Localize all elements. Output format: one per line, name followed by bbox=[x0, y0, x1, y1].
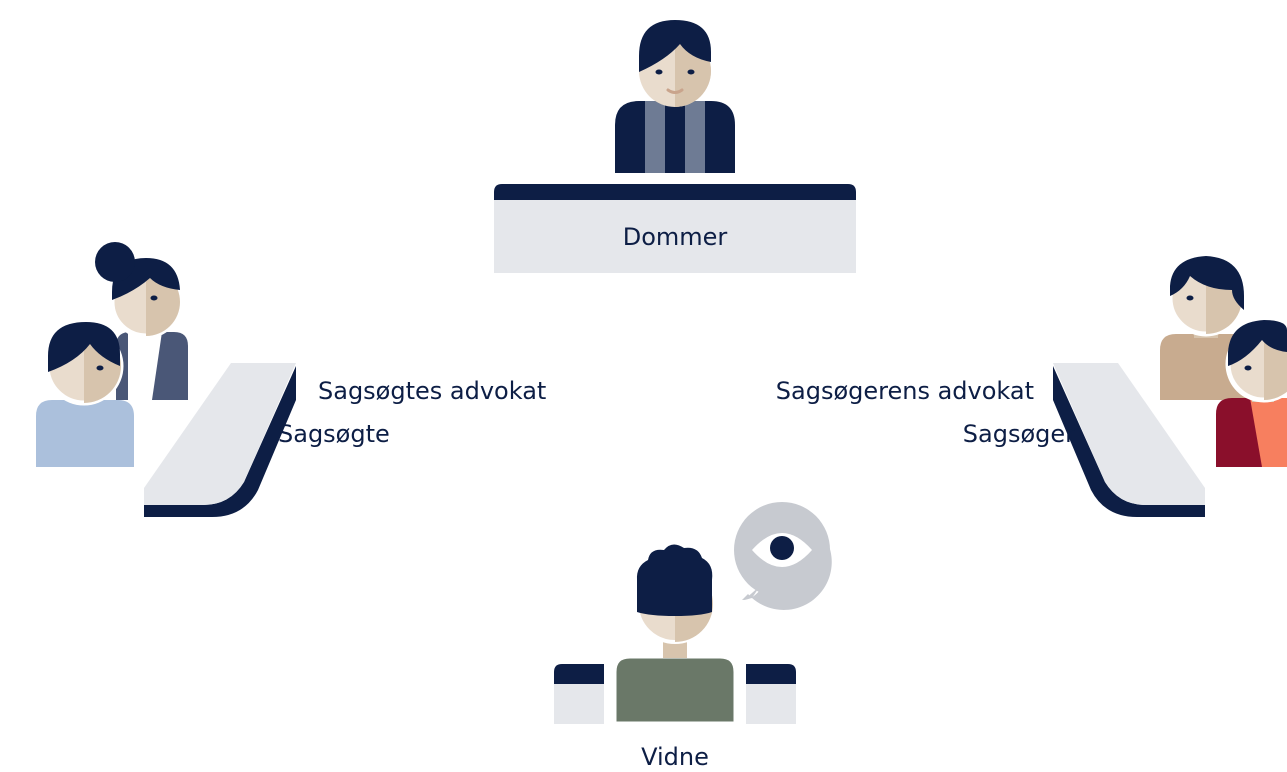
judge-bench bbox=[494, 184, 856, 273]
plaintiff-lawyer-label: Sagsøgerens advokat bbox=[775, 377, 1034, 405]
judge-label: Dommer bbox=[622, 223, 728, 251]
speech-bubble-eye-icon bbox=[734, 502, 832, 610]
plaintiff-label: Sagsøger bbox=[962, 420, 1075, 448]
witness-figure bbox=[611, 544, 739, 727]
defendant-figure bbox=[36, 322, 134, 467]
defendant-lawyer-label: Sagsøgtes advokat bbox=[318, 377, 547, 405]
judge-figure bbox=[615, 20, 735, 173]
witness-label: Vidne bbox=[641, 743, 709, 771]
witness-stand-back bbox=[554, 664, 796, 724]
defendant-table bbox=[144, 363, 296, 517]
plaintiff-table bbox=[1053, 363, 1205, 517]
defendant-label: Sagsøgte bbox=[278, 420, 390, 448]
defendant-lawyer-figure bbox=[95, 242, 188, 400]
plaintiff-figure bbox=[1216, 320, 1287, 467]
